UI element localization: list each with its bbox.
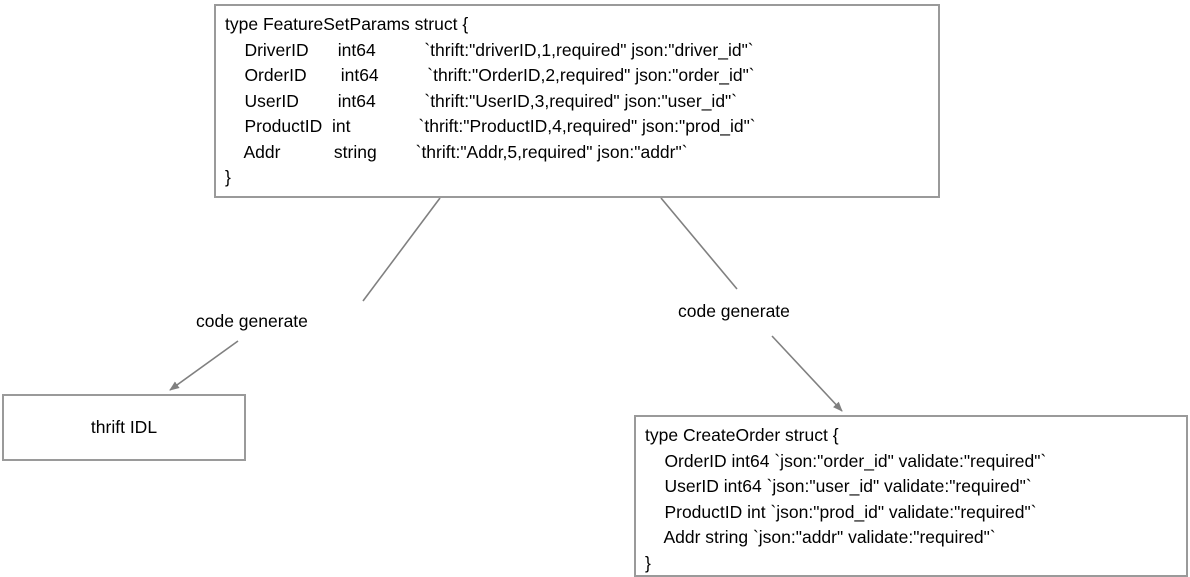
node-createorder: type CreateOrder struct { OrderID int64 … [634,415,1188,577]
code-line: OrderID int64 `thrift:"OrderID,2,require… [225,65,755,85]
code-line: } [645,552,651,573]
node-thrift-idl-label: thrift IDL [90,417,158,437]
code-line: type CreateOrder struct { [645,425,839,445]
code-line: ProductID int `json:"prod_id" validate:"… [645,501,1037,522]
edge-label-code-generate-left: code generate [193,311,311,332]
code-line: UserID int64 `thrift:"UserID,3,required"… [225,90,738,111]
code-line: } [225,167,231,187]
code-line: Addr string `thrift:"Addr,5,required" js… [225,141,688,162]
code-line: OrderID int64 `json:"order_id" validate:… [645,450,1047,471]
edge-label-code-generate-right: code generate [675,301,793,322]
code-line: Addr string `json:"addr" validate:"requi… [645,527,996,547]
code-line: DriverID int64 `thrift:"driverID,1,requi… [225,39,754,60]
node-thrift-idl: thrift IDL [2,394,246,461]
edge-featuresetparams-to-thrift-idl [169,197,441,391]
node-featuresetparams: type FeatureSetParams struct { DriverID … [214,4,940,198]
code-line: UserID int64 `json:"user_id" validate:"r… [645,476,1032,496]
code-line: type FeatureSetParams struct { [225,14,469,34]
code-line: ProductID int `thrift:"ProductID,4,requi… [225,116,756,136]
